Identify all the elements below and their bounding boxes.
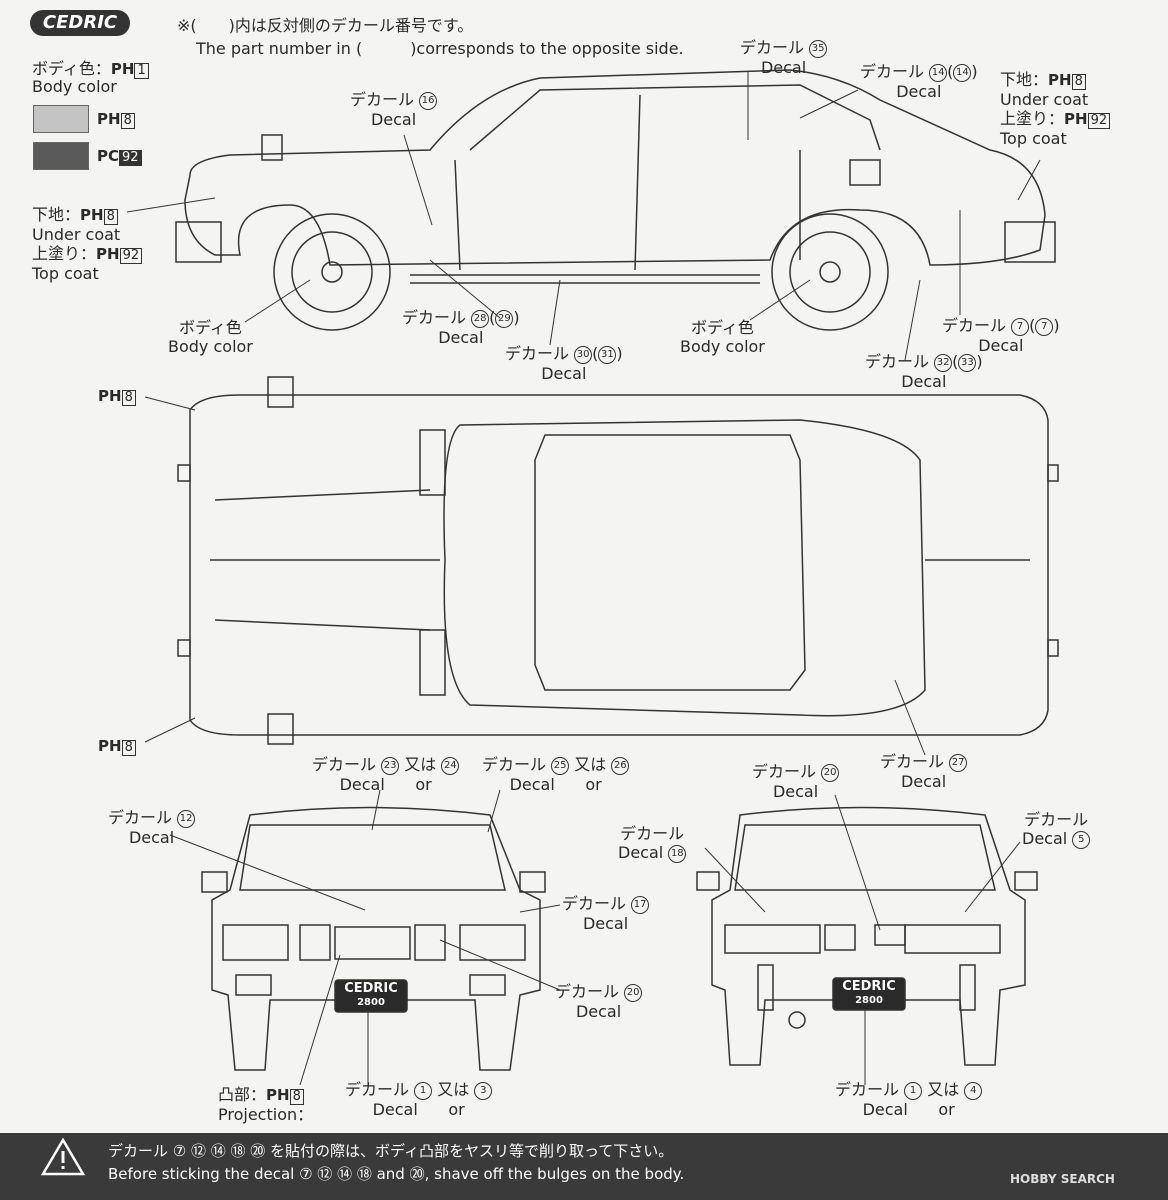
note-jp: ※( )内は反対側のデカール番号です。 [177,16,474,35]
footer-warning-jp: デカール ⑦ ⑫ ⑭ ⑱ ⑳ を貼付の際は、ボディ凸部をヤスリ等で削り取って下さ… [108,1142,674,1160]
decal-1-rear-label: デカール 1 又は 4 Decal or [835,1080,983,1119]
note-en: The part number in ( )corresponds to the… [196,39,684,58]
body-color-label-en: Body color [32,77,117,96]
footer-bar [0,1133,1168,1200]
decal-28-label: デカール 28(29)Decal [402,308,520,347]
decal-32-label: デカール 32(33)Decal [865,352,983,391]
decal-23-label: デカール 23 又は 24 Decal or [312,755,460,794]
decal-7-side-label: デカール 7(7)Decal [942,316,1060,355]
decal-1-front-label: デカール 1 又は 3 Decal or [345,1080,493,1119]
color-swatch-light [33,105,89,133]
color-swatch-dark [33,142,89,170]
side-view [175,69,1056,331]
warning-icon [40,1137,86,1176]
footer-warning-en: Before sticking the decal ⑦ ⑫ ⑭ ⑱ and ⑳,… [108,1165,685,1183]
leader-lines [126,72,1041,1086]
front-view [201,806,546,1071]
rear-plate [832,977,906,1011]
decal-30-label: デカール 30(31)Decal [505,344,623,383]
decal-25-label: デカール 25 又は 26 Decal or [482,755,630,794]
top-view [177,376,1059,745]
rear-view [696,806,1038,1066]
decal-14-label: デカール 14(14)Decal [860,62,978,101]
watermark: HOBBY SEARCH [1010,1172,1115,1186]
front-plate [334,979,408,1013]
brand-badge: CEDRIC [30,10,130,36]
